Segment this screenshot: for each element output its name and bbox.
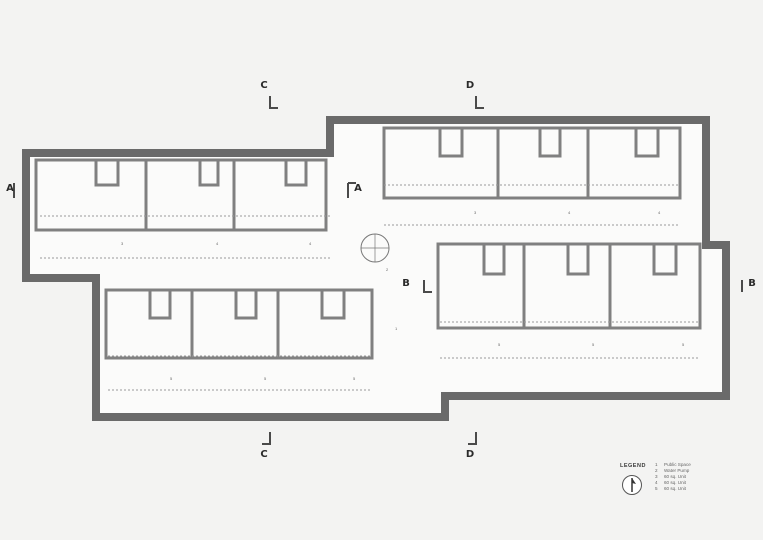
legend-title: LEGEND [620,463,646,469]
unit-tag: 4 [658,210,661,215]
unit-tag: 5 [682,342,685,347]
section-d-top-label: D [465,80,475,91]
unit-tag: 5 [498,342,501,347]
public-space-tag: 1 [395,326,398,331]
outer-wall [22,116,730,421]
units-bottom-left [104,288,374,360]
unit-tag: 3 [121,241,124,246]
unit-tag: 3 [474,210,477,215]
units-top-left [34,158,328,232]
north-arrow-icon [622,475,642,495]
unit-tag: 5 [353,376,356,381]
unit-tag: 4 [309,241,312,246]
water-pump-tag: 2 [386,267,389,272]
unit-tag: 5 [170,376,173,381]
section-b-left-label: B [402,278,410,289]
section-markers [13,96,743,445]
unit-tag: 4 [568,210,571,215]
paving-rows [40,184,700,391]
unit-tag: 5 [264,376,267,381]
section-c-top-label: C [260,80,268,91]
section-a-left-label: A [6,183,14,194]
section-a-right-label: A [354,183,362,194]
section-b-right-label: B [748,278,756,289]
section-c-bottom-label: C [260,449,268,460]
unit-tag: 5 [592,342,595,347]
section-d-bottom-label: D [465,449,475,460]
units-top-right [382,126,682,200]
unit-tag: 4 [216,241,219,246]
units-bottom-right [436,242,702,330]
